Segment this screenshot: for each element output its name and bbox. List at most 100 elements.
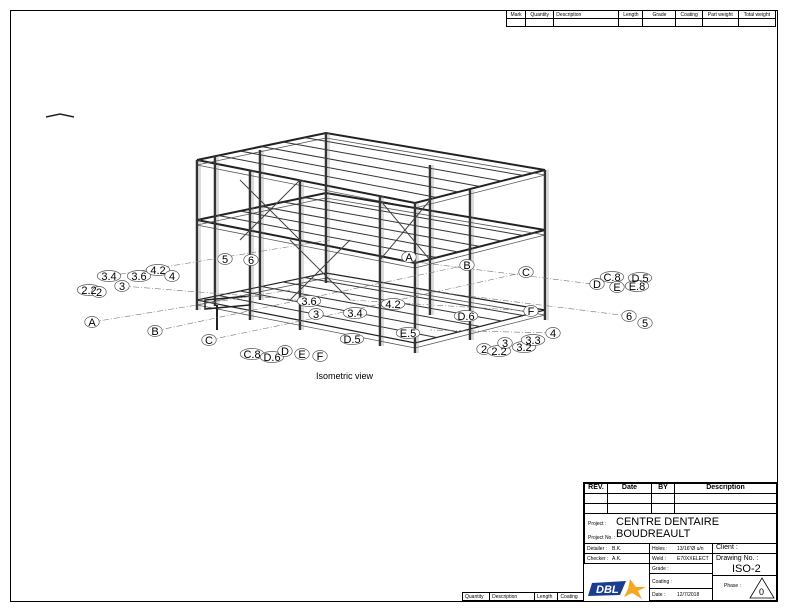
grid-label: D.6 <box>457 311 474 323</box>
grid-label: D.5 <box>343 334 360 346</box>
grid-label: 2.2 <box>81 285 96 297</box>
grid-bubble <box>339 333 365 345</box>
grid-line <box>349 299 532 312</box>
grid-label: C <box>522 267 530 279</box>
grid-label: 3 <box>502 338 508 350</box>
phase-value: 0 <box>759 587 765 597</box>
grid-label: 2 <box>481 344 487 356</box>
grid-label: E <box>298 349 305 361</box>
beam <box>282 141 502 182</box>
beam <box>261 206 481 247</box>
grid-label: E <box>613 282 620 294</box>
grid-label: D.5 <box>631 273 648 285</box>
brace <box>379 199 431 261</box>
beam <box>282 201 502 242</box>
grid-line <box>154 299 301 332</box>
grid-bubble <box>126 270 152 282</box>
grid-line <box>419 289 630 317</box>
col-header: Length <box>534 592 559 601</box>
grid-label: F <box>528 306 535 318</box>
grid-label: D <box>281 346 289 358</box>
grid-bubble <box>259 351 285 363</box>
grid-label: A <box>88 317 96 329</box>
grid-bubble <box>164 270 180 282</box>
brace <box>239 179 301 241</box>
grid-bubble <box>201 334 217 346</box>
grid-label: E.8 <box>629 281 646 293</box>
holes-label: Holes : <box>652 546 668 552</box>
date-label: Date : <box>652 592 666 598</box>
platform <box>204 295 251 310</box>
phase-triangle-icon <box>749 577 775 599</box>
grid-label: C <box>205 335 213 347</box>
checker-label: Checker : <box>587 556 609 562</box>
grid-bubble <box>497 337 513 349</box>
svg-text:DBL: DBL <box>596 584 619 596</box>
col-header: Quantity <box>461 592 491 601</box>
grid-line <box>208 314 331 341</box>
grid-label: 3.4 <box>101 271 116 283</box>
grid-bubble <box>145 264 171 276</box>
brace <box>289 239 351 301</box>
grid-line <box>299 264 468 301</box>
grid-label: 6 <box>248 255 254 267</box>
grid-bubble <box>395 327 421 339</box>
grid-bubble <box>342 307 368 319</box>
client-label: Client : <box>716 544 738 551</box>
grid-label: 4.2 <box>150 265 165 277</box>
date-value: 12/7/2018 <box>677 592 700 598</box>
project-no-label: Project No. : <box>588 535 616 541</box>
beam <box>218 215 437 258</box>
weld-label: Weld : <box>652 556 667 562</box>
grid-label: 3.6 <box>131 271 146 283</box>
beam <box>304 137 524 176</box>
grid-label: 4 <box>550 328 556 340</box>
grid-bubble <box>401 251 417 263</box>
beam <box>261 146 481 187</box>
checker-value: A.K. <box>612 556 622 562</box>
beam <box>239 150 459 193</box>
grid-bubble <box>217 253 233 265</box>
grid-label: 3 <box>119 281 125 293</box>
grid-label: 3.4 <box>347 308 362 320</box>
grid-label: 2 <box>96 287 102 299</box>
grid-label: 5 <box>642 318 648 330</box>
detailer-label: Detailer : <box>587 546 608 552</box>
grid-line <box>91 289 291 323</box>
grid-label: C.8 <box>243 349 260 361</box>
grid-bubble <box>545 327 561 339</box>
grid-label: D <box>593 279 601 291</box>
grid-bubble <box>609 281 625 293</box>
grid-label: 3.2 <box>516 342 531 354</box>
grid-label: 3.3 <box>525 335 540 347</box>
grid-bubble <box>312 350 328 362</box>
grid-bubble <box>459 259 475 271</box>
grid-label: 3 <box>313 309 319 321</box>
grid-bubble <box>380 298 406 310</box>
grid-line <box>329 271 527 316</box>
grade-label: Grade : <box>652 566 669 572</box>
grid-bubble <box>84 316 100 328</box>
grid-bubble <box>296 295 322 307</box>
grid-label: E.5 <box>400 328 417 340</box>
grid-label: 3.6 <box>301 296 316 308</box>
grid-bubble <box>114 280 130 292</box>
grid-bubble <box>520 334 546 346</box>
grid-bubble <box>277 345 293 357</box>
col-header: Description <box>489 592 536 601</box>
grid-bubble <box>523 305 539 317</box>
col-header: Coating <box>557 592 584 601</box>
grid-label: 4 <box>169 271 175 283</box>
drawing-no-label: Drawing No. : <box>716 555 759 562</box>
grid-line <box>121 285 301 301</box>
grid-bubble <box>453 310 479 322</box>
grid-label: B <box>151 326 158 338</box>
title-block: REV. Date BY Description Project : CENTR… <box>583 482 778 602</box>
grid-bubble <box>637 317 653 329</box>
weld-value: E70XXELECT <box>677 556 709 562</box>
grid-bubble <box>147 325 163 337</box>
project-name: CENTRE DENTAIRE BOUDREAULT <box>616 516 720 540</box>
